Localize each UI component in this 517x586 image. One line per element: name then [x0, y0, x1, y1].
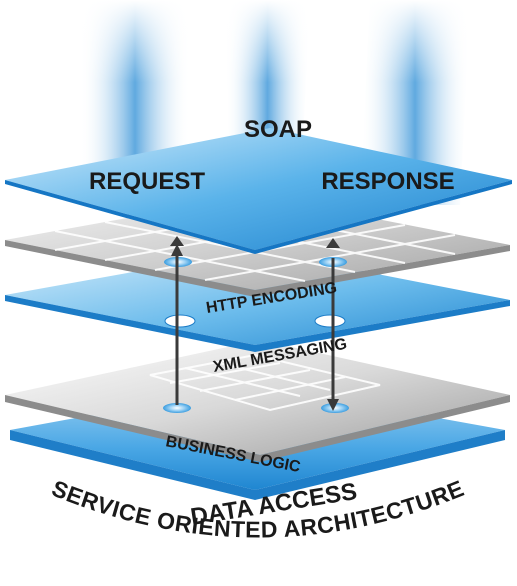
- connection-hole-right-bottom: [321, 403, 349, 413]
- soap-label: SOAP: [244, 116, 312, 143]
- connection-hole-left-bottom: [163, 403, 191, 413]
- request-label: REQUEST: [89, 168, 205, 195]
- connection-hole-left-middle: [164, 314, 196, 328]
- layer-soap: [5, 128, 512, 254]
- layer-business-logic: [5, 340, 510, 462]
- layer-xml-messaging: [5, 250, 510, 352]
- data-flow-arrows: [170, 236, 340, 411]
- connection-hole-right-middle: [314, 314, 346, 328]
- response-label: RESPONSE: [321, 168, 454, 195]
